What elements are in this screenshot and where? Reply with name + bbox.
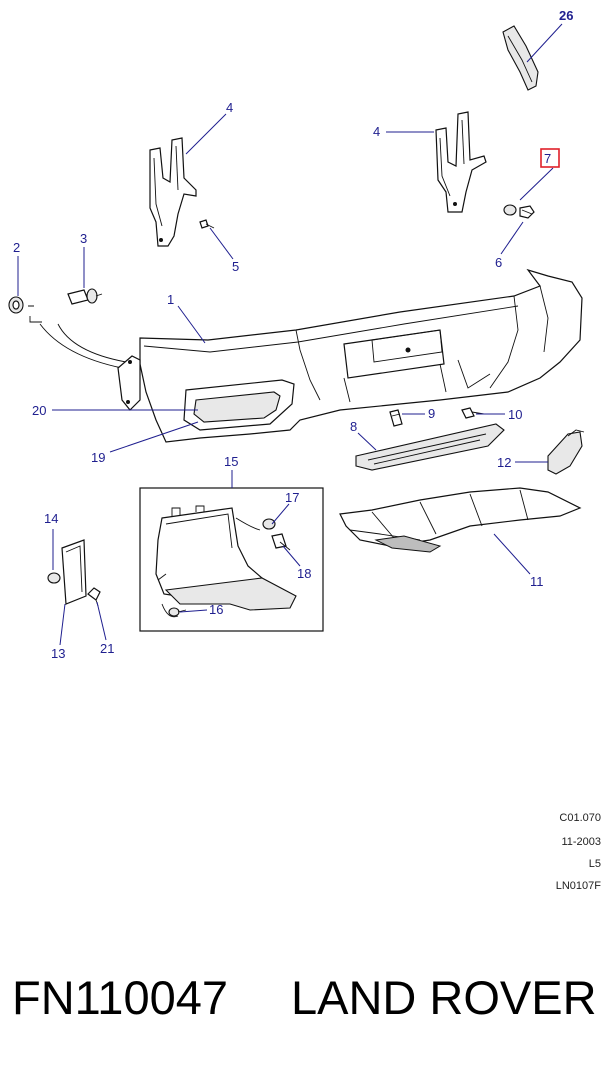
callout-5: 5 [232,259,239,274]
part-1-bumper [139,268,583,443]
part-3-stud [67,288,103,305]
part-11-undertray [339,487,582,553]
callout-12: 12 [497,455,511,470]
footer-caption: FN110047 LAND ROVER [0,968,612,1028]
callout-21: 21 [100,641,114,656]
callout-15: 15 [224,454,238,469]
callout-3: 3 [80,231,87,246]
ref-code: C01.070 [559,812,601,824]
callout-1: 1 [167,292,174,307]
part-9-clip [389,409,403,427]
brand-name: LAND ROVER [291,971,597,1024]
parts-diagram: 26 4 4 5 7 6 2 3 1 20 19 9 10 8 12 15 17… [8,8,585,661]
part-4-left-bracket [149,137,197,247]
part-26-trim-strip [502,25,539,91]
part-10-screw [461,407,485,419]
leader-lines [17,23,563,646]
part-2-bump [8,296,24,314]
callout-18: 18 [297,566,311,581]
bumper-side-bracket [117,355,141,411]
part-5-screw [199,219,215,229]
ref-illustration-id: LN0107F [555,880,601,892]
part-13-14-21-flap [47,539,101,607]
callout-labels: 26 4 4 5 7 6 2 3 1 20 19 9 10 8 12 15 17… [13,8,573,661]
callout-7: 7 [544,151,551,166]
callout-6: 6 [495,255,502,270]
part-4-right-bracket [435,111,487,213]
callout-26: 26 [559,8,573,23]
callout-10: 10 [508,407,522,422]
part-6-7-nut-bolt [503,204,535,219]
callout-14: 14 [44,511,58,526]
callout-19: 19 [91,450,105,465]
callout-8: 8 [350,419,357,434]
callout-4-left: 4 [226,100,233,115]
callout-16: 16 [209,602,223,617]
ref-date: 11-2003 [561,836,601,848]
callout-11: 11 [530,574,544,589]
part-15-inset [139,487,324,632]
callout-13: 13 [51,646,65,661]
callout-7-highlight [540,148,560,168]
callout-20: 20 [32,403,46,418]
callout-9: 9 [428,406,435,421]
callout-2: 2 [13,240,20,255]
ref-level: L5 [588,858,601,870]
part-12-reflector [547,429,585,475]
part-number: FN110047 [12,971,228,1024]
callout-4-right: 4 [373,124,380,139]
callout-17: 17 [285,490,299,505]
part-8-lower-panel [355,423,505,471]
